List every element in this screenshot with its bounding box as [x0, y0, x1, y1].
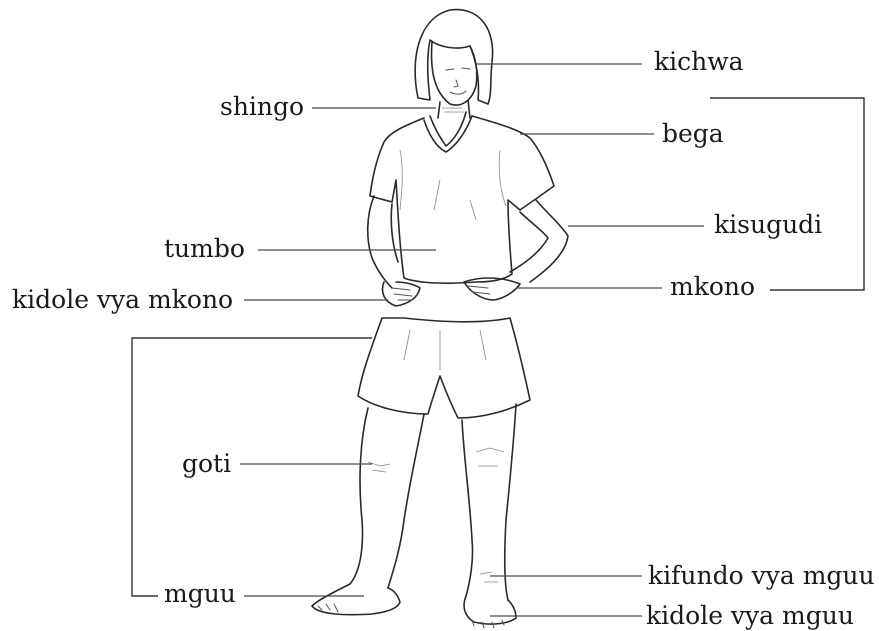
label-kisugudi: kisugudi — [714, 212, 822, 237]
label-shingo: shingo — [220, 94, 304, 119]
label-kichwa: kichwa — [654, 49, 744, 74]
label-kifundo-vya-mguu: kifundo vya mguu — [648, 563, 875, 588]
label-bega: bega — [662, 121, 724, 146]
label-mguu: mguu — [164, 581, 236, 606]
label-mkono: mkono — [670, 274, 755, 299]
label-kidole-vya-mguu: kidole vya mguu — [646, 603, 854, 628]
label-goti: goti — [182, 451, 231, 476]
label-tumbo: tumbo — [164, 236, 245, 261]
arm-bracket — [710, 98, 864, 290]
leg-bracket — [132, 338, 372, 596]
label-kidole-vya-mkono: kidole vya mkono — [12, 287, 233, 312]
person-figure — [312, 10, 568, 628]
